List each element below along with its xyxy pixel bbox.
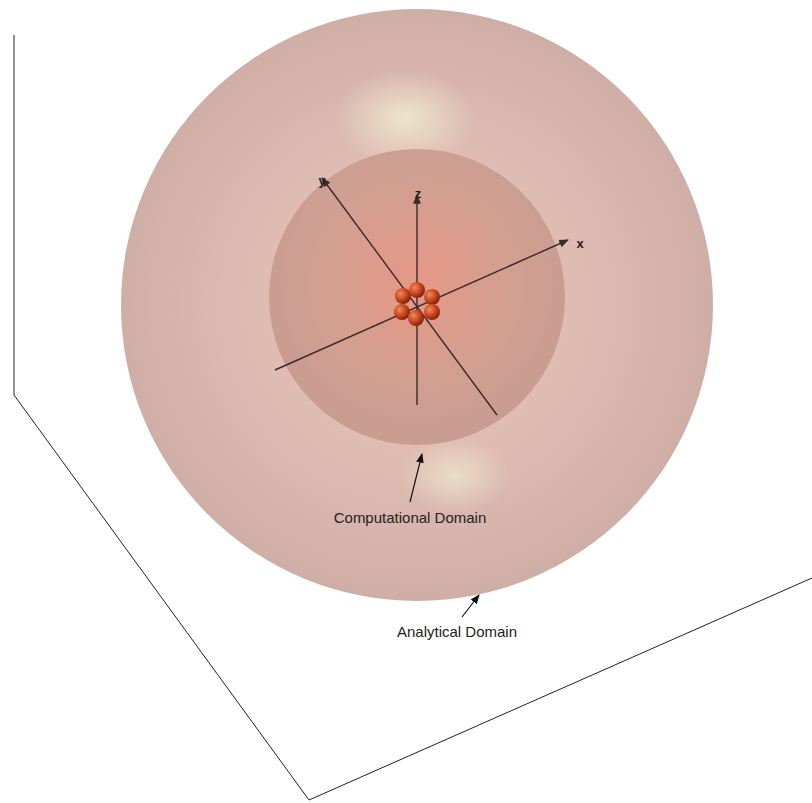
highlight bbox=[400, 437, 510, 513]
leader-lines bbox=[410, 454, 479, 617]
axes bbox=[275, 178, 568, 415]
bounding-box bbox=[14, 35, 812, 800]
axis-label: x bbox=[576, 236, 583, 251]
axis-label: y bbox=[318, 173, 325, 188]
computational-sphere bbox=[269, 149, 565, 445]
axis-label: z bbox=[415, 186, 422, 201]
callout-label: Computational Domain bbox=[334, 509, 487, 526]
atom-cluster bbox=[394, 282, 440, 326]
callout-label: Analytical Domain bbox=[397, 623, 517, 640]
analytical-sphere bbox=[121, 9, 713, 601]
